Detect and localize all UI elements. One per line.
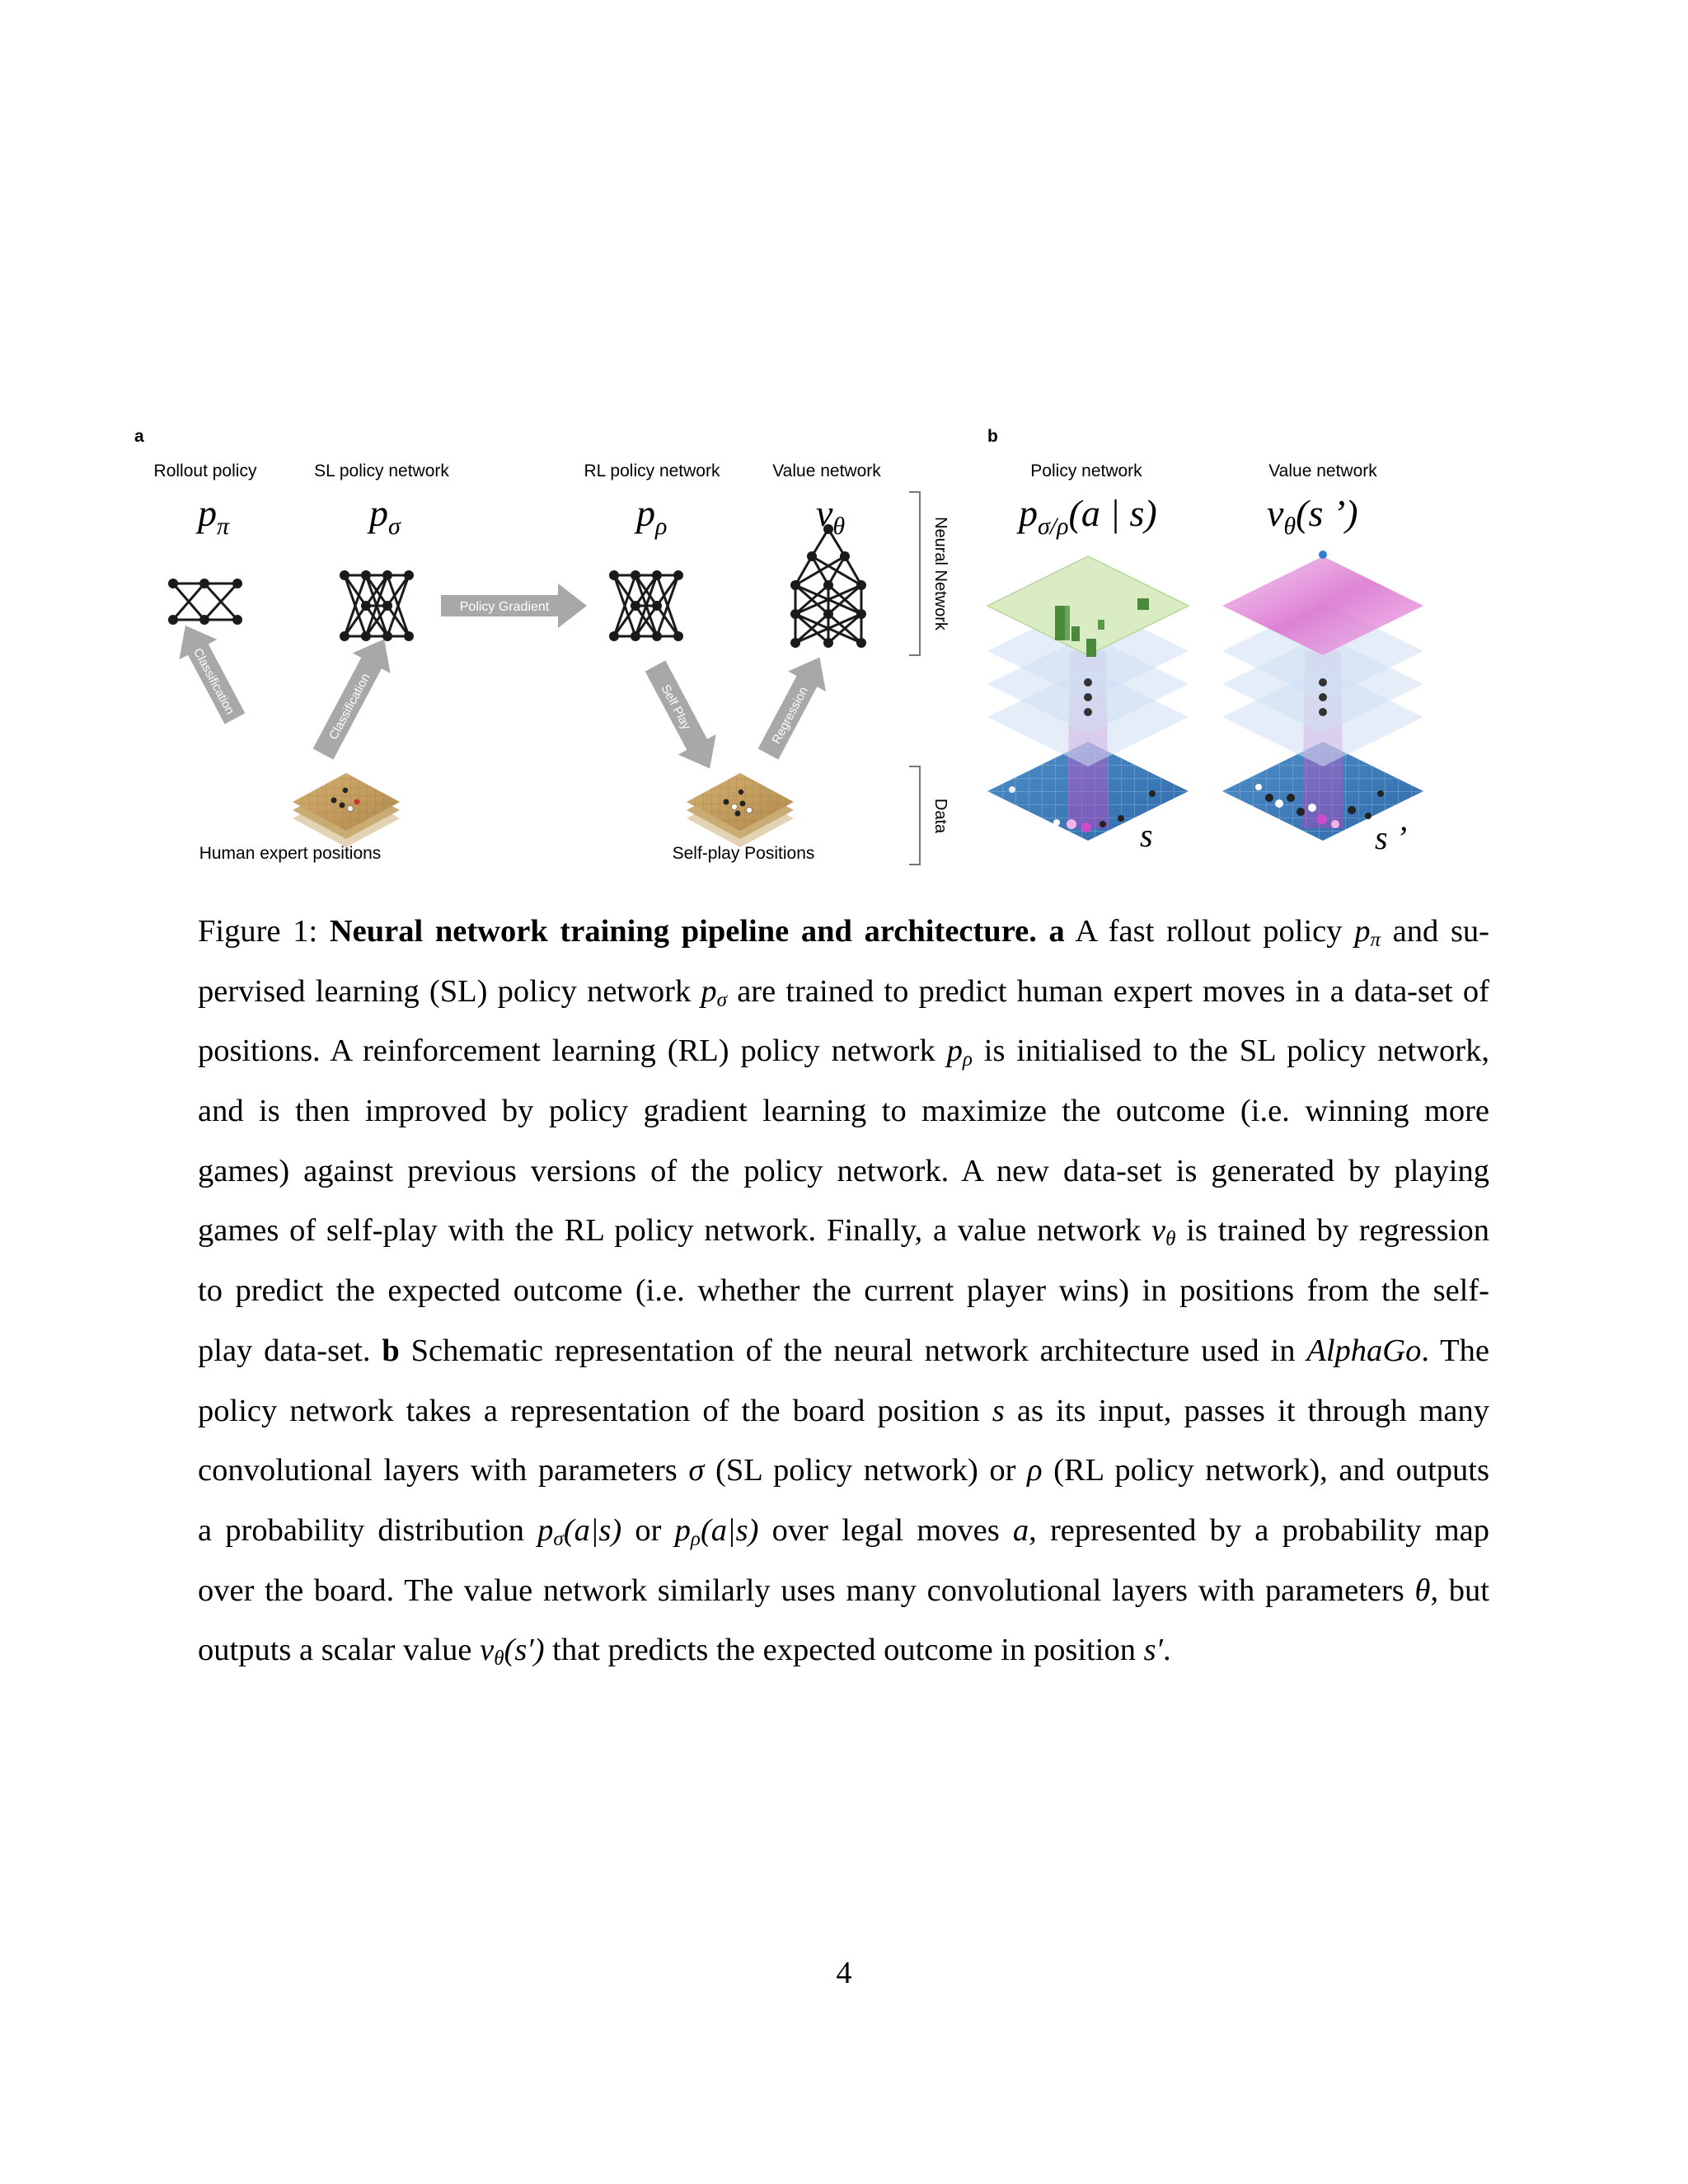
policy-network-stack: s [986, 555, 1190, 854]
caption-line-2: pervised learning (SL) policy network pσ… [198, 973, 1489, 1011]
policy-board-label: s [1140, 817, 1153, 854]
rollout-network-icon [168, 579, 242, 625]
svg-text:Neural Network: Neural Network [931, 517, 950, 631]
classification-right-arrow: Classification [312, 639, 391, 760]
panel-a-letter: a [134, 427, 144, 446]
caption-line-12: over the board. The value network simila… [198, 1572, 1490, 1608]
policy-gradient-arrow: Policy Gradient [441, 583, 587, 628]
data-bracket: Data [909, 766, 950, 865]
caption-line-6: games of self-play with the RL policy ne… [198, 1213, 1489, 1251]
policy-b-symbol: pσ/ρ(a | s) [1016, 492, 1157, 540]
value-network-stack: s ’ [1222, 551, 1423, 856]
rl-network-icon [609, 570, 683, 641]
value-board-label: s ’ [1375, 819, 1407, 856]
human-expert-label: Human expert positions [199, 844, 382, 863]
policy-network-b-title: Policy network [1030, 462, 1142, 480]
value-b-symbol: vθ(s ’) [1267, 492, 1358, 540]
caption-line-8: play data-set. b Schematic representatio… [198, 1333, 1489, 1368]
regression-arrow: Regression [757, 657, 826, 760]
caption-title: Neural network training pipeline and arc… [329, 914, 1037, 949]
value-network-b-title: Value network [1268, 462, 1377, 480]
rl-policy-title: RL policy network [584, 462, 720, 480]
panel-b-letter: b [987, 427, 998, 446]
caption-line-1: Figure 1: Neural network training pipeli… [198, 914, 1490, 951]
sl-network-icon [340, 570, 414, 641]
svg-text:Policy Gradient: Policy Gradient [460, 600, 550, 614]
svg-text:Data: Data [931, 799, 950, 834]
page-number: 4 [836, 1956, 852, 1990]
caption-line-5: games) against previous versions of the … [198, 1153, 1489, 1188]
neural-network-bracket: Neural Network [909, 491, 950, 656]
sl-symbol: pσ [367, 492, 401, 540]
value-symbol: vθ [816, 492, 845, 540]
rl-symbol: pρ [634, 492, 667, 540]
self-play-board [687, 773, 794, 847]
classification-left-arrow: Classification [179, 625, 246, 724]
value-network-icon [790, 524, 866, 648]
caption-line-3: positions. A reinforcement learning (RL)… [198, 1033, 1489, 1071]
figure-caption: Figure 1: Neural network training pipeli… [198, 902, 1489, 1680]
caption-line-13: outputs a scalar value vθ(s′) that predi… [198, 1633, 1171, 1671]
caption-line-10: convolutional layers with parameters σ (… [198, 1453, 1489, 1488]
self-play-arrow: Self Play [645, 660, 716, 769]
value-network-title: Value network [772, 462, 881, 480]
figure-1: a Rollout policy SL policy network RL po… [134, 427, 1423, 865]
caption-line-11: a probability distribution pσ(a|s) or pρ… [198, 1512, 1489, 1550]
rollout-policy-title: Rollout policy [154, 462, 257, 480]
caption-line-9: policy network takes a representation of… [198, 1393, 1489, 1428]
rollout-symbol: pπ [195, 492, 230, 540]
sl-policy-title: SL policy network [314, 462, 449, 480]
caption-line-7: to predict the expected outcome (i.e. wh… [198, 1273, 1489, 1309]
human-expert-board [293, 773, 400, 847]
self-play-label: Self-play Positions [673, 844, 815, 863]
caption-line-4: and is then improved by policy gradient … [198, 1094, 1489, 1129]
